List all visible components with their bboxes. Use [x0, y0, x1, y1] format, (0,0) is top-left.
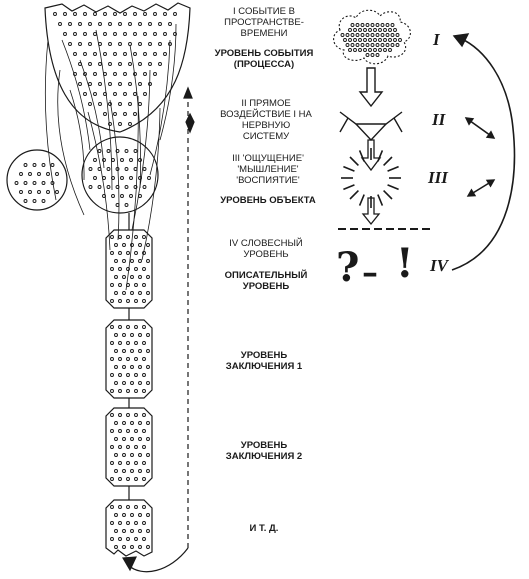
dash-symbol: –: [362, 253, 378, 291]
label-event-spacetime: I СОБЫТИЕ В ПРОСТРАНСТВЕ-ВРЕМЕНИ: [224, 6, 304, 39]
feedback-curve: [127, 547, 189, 573]
inference-2-label-tag-dots: [110, 413, 150, 481]
down-arrow-3: [361, 197, 381, 226]
descriptive-label-tag-outline: [105, 229, 153, 309]
structural-differential-model: [6, 2, 195, 573]
event-parabola-dots: [53, 12, 177, 126]
inference-1-label-tag-dots: [110, 325, 150, 393]
label-sensation: III 'ОЩУЩЕНИЕ' 'МЫШЛЕНИЕ' 'ВОСПИЯТИЕ': [232, 153, 304, 186]
etc-label-tag-dots: [110, 505, 150, 549]
label-etc: И Т. Д.: [249, 523, 279, 534]
abstraction-strings: [44, 23, 177, 291]
inference-2-label-tag-outline: [105, 407, 153, 487]
label-inference-2: УРОВЕНЬ ЗАКЛЮЧЕНИЯ 2: [225, 440, 303, 462]
roman-numeral-2: II: [432, 110, 446, 129]
feedback-up-arrowhead: [183, 86, 193, 99]
feedback-start-arrowhead: [121, 556, 137, 572]
feedback-mid-marker: [185, 112, 195, 134]
abstraction-levels-schematic: [333, 9, 516, 271]
event-cloud-dots: [340, 23, 402, 57]
etc-label-tag-outline: [105, 499, 153, 557]
roman-numeral-3: III: [428, 168, 448, 187]
sensation-burst-icon: [341, 148, 401, 208]
event-cloud-icon: [333, 9, 411, 65]
label-object-level: УРОВЕНЬ ОБЪЕКТА: [220, 195, 316, 206]
feedback-arrow-iv-to-i: [451, 37, 516, 271]
outside-disk-outline: [6, 149, 68, 211]
roman-numeral-4: IV: [430, 256, 448, 275]
impact-cup-rim: [339, 111, 403, 125]
outside-disk-dots: [14, 163, 59, 203]
object-disk-outline: [81, 136, 159, 214]
inference-1-label-tag-outline: [105, 319, 153, 399]
event-parabola-outline: [44, 2, 191, 133]
feedback-arrow-head: [452, 33, 470, 48]
double-arrow-2-3: [464, 117, 496, 139]
label-verbal-level: IV СЛОВЕСНЫЙ УРОВЕНЬ: [229, 238, 303, 260]
label-inference-1: УРОВЕНЬ ЗАКЛЮЧЕНИЯ 1: [225, 350, 303, 372]
impact-cup-sides: [339, 117, 403, 133]
roman-numeral-1: I: [433, 30, 440, 49]
double-arrow-3-4: [466, 179, 496, 197]
descriptive-label-tag-dots: [110, 235, 150, 303]
down-arrow-2: [360, 139, 382, 172]
label-event-level: УРОВЕНЬ СОБЫТИЯ (ПРОЦЕССА): [214, 48, 314, 70]
impact-cup-point: [355, 123, 387, 142]
label-direct-impact: II ПРЯМОЕ ВОЗДЕЙСТВИЕ I НА НЕРВНУЮ СИСТЕ…: [220, 98, 312, 142]
label-descriptive-level: ОПИСАТЕЛЬНЫЙ УРОВЕНЬ: [224, 270, 308, 292]
question-mark-symbol: ?: [336, 244, 360, 291]
down-arrow-1: [358, 67, 384, 108]
exclamation-symbol: !: [396, 240, 414, 287]
